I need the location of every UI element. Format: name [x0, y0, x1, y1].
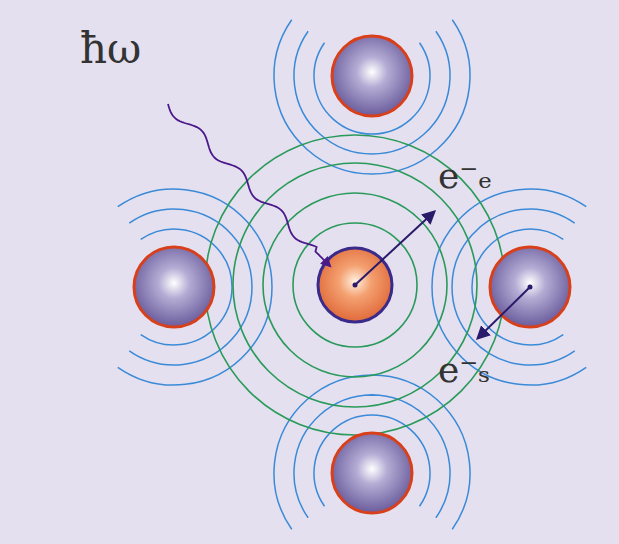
arrow-origin-dot — [353, 283, 358, 288]
photon-energy-label: ħω — [80, 28, 141, 70]
neighbour-atom — [332, 36, 412, 116]
emitted-electron-label: e⁻ₑ — [438, 158, 492, 194]
photon-wave — [168, 104, 330, 266]
scattered-electron-label: e⁻ₛ — [438, 352, 490, 388]
wave-fronts — [118, 20, 586, 529]
neighbour-atom — [332, 433, 412, 513]
direct-wave-circle — [293, 223, 417, 347]
scattered-wave-arc — [118, 189, 272, 385]
scattered-wave-arc — [274, 375, 470, 529]
arrow-origin-dot — [528, 285, 533, 290]
neighbour-atom — [134, 247, 214, 327]
electron-arrows — [168, 104, 533, 338]
direct-wave-circle — [263, 193, 447, 377]
scattered-wave-arc — [452, 209, 575, 365]
scattered-wave-arc — [274, 20, 470, 174]
atoms — [134, 36, 570, 513]
scattered-wave-arc — [294, 395, 450, 518]
direct-wave-circle — [205, 135, 505, 435]
emitter-atom — [318, 248, 392, 322]
scattered-electron-arrow — [478, 287, 530, 338]
emitted-electron-arrow — [355, 212, 434, 285]
